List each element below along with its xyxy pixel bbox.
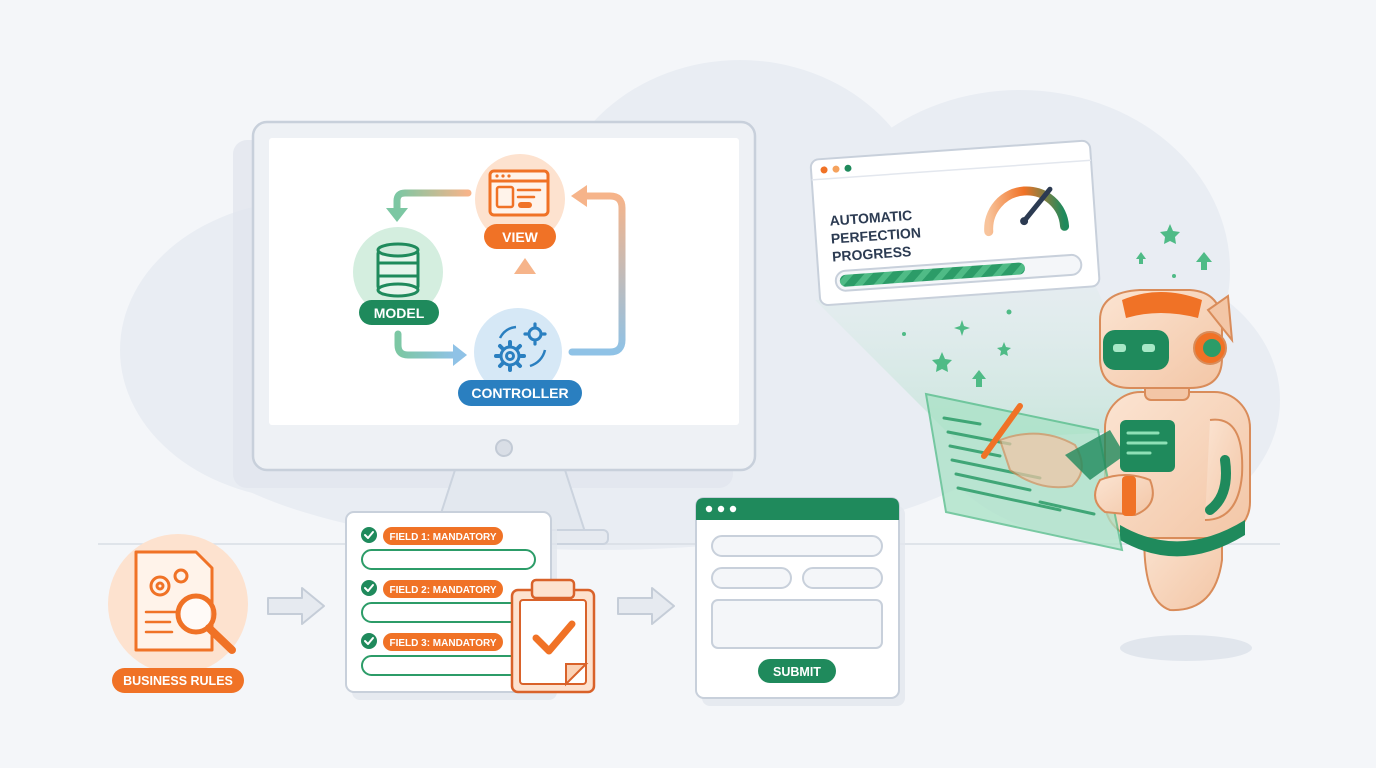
field-2-label: FIELD 2: MANDATORY (389, 585, 496, 596)
progress-title-line2: PERFECTION (830, 224, 921, 246)
sparkle-icon (954, 320, 970, 336)
check-circle-icon (361, 527, 377, 543)
robot-visor (1103, 330, 1169, 370)
database-icon (376, 242, 420, 298)
field-2-pill (383, 580, 503, 598)
gauge-needle (1021, 186, 1053, 224)
form-input-left[interactable] (711, 567, 792, 589)
model-pill (359, 300, 439, 325)
robot-head (1099, 289, 1234, 389)
form-textarea[interactable] (711, 599, 883, 649)
controller-pill (458, 380, 582, 406)
field-row-2: FIELD 2: MANDATORY (361, 580, 536, 623)
submit-button[interactable] (758, 659, 836, 683)
sparkles (902, 224, 1212, 387)
monitor-power-button (495, 439, 513, 457)
form-card: SUBMIT (695, 497, 905, 706)
up-arrow-icon (1136, 252, 1146, 264)
flow-arrow-1 (267, 587, 325, 625)
window-dot-red (820, 166, 828, 174)
check-circle-icon (361, 633, 377, 649)
field-3-label: FIELD 3: MANDATORY (389, 638, 496, 649)
progress-title-line3: PROGRESS (832, 243, 912, 264)
field-3-input[interactable] (361, 655, 536, 676)
flow-arrow-2 (617, 587, 675, 625)
field-row-3: FIELD 3: MANDATORY (361, 633, 536, 676)
view-to-model-arrow (393, 189, 472, 214)
field-3-pill (383, 633, 503, 651)
field-2-input[interactable] (361, 602, 536, 623)
field-1-pill (383, 527, 503, 545)
submit-label: SUBMIT (773, 665, 821, 679)
window-dot-green (844, 164, 852, 172)
pencil-icon (981, 403, 1023, 459)
view-label: VIEW (502, 229, 539, 245)
speedometer-gauge (984, 186, 1070, 237)
progress-title-line1: AUTOMATIC (829, 207, 913, 229)
business-rules-node: BUSINESS RULES (108, 534, 248, 693)
mvc-flow-arrows (386, 185, 626, 366)
browser-window-icon (488, 169, 550, 217)
model-label: MODEL (374, 305, 425, 321)
robot-tablet (924, 392, 1124, 552)
window-dot-orange (832, 165, 840, 173)
form-input-full[interactable] (711, 535, 883, 557)
star-icon (1160, 224, 1180, 244)
up-arrow-icon (1196, 252, 1212, 270)
form-input-right[interactable] (802, 567, 883, 589)
model-to-controller-arrow (394, 330, 459, 359)
controller-node: CONTROLLER (458, 308, 582, 406)
business-rules-label: BUSINESS RULES (123, 674, 233, 688)
checklist-card: FIELD 1: MANDATORY FIELD 2: MANDATORY FI… (345, 511, 596, 700)
star-icon (932, 352, 952, 372)
robot-arm (998, 430, 1154, 517)
progress-panel: AUTOMATIC PERFECTION PROGRESS (809, 139, 1101, 306)
robot-shadow (1120, 635, 1252, 661)
model-node: MODEL (353, 227, 443, 325)
projection-beam (815, 280, 1160, 440)
field-1-label: FIELD 1: MANDATORY (389, 532, 496, 543)
field-1-input[interactable] (361, 549, 536, 570)
star-icon (997, 342, 1011, 356)
controller-to-view-loop-arrow (568, 192, 626, 356)
view-pill (484, 224, 556, 249)
field-row-1: FIELD 1: MANDATORY (361, 527, 536, 570)
magnifier-icon (175, 593, 217, 635)
clipboard-check-icon (510, 578, 596, 694)
gears-icon (494, 322, 547, 372)
check-circle-icon (361, 580, 377, 596)
controller-label: CONTROLLER (471, 385, 568, 401)
progress-fill (839, 262, 1026, 287)
up-arrow-icon (972, 370, 986, 387)
robot (1099, 289, 1252, 661)
business-rules-pill (112, 668, 244, 693)
robot-chest-screen (1120, 420, 1175, 472)
view-node: VIEW (475, 154, 565, 249)
